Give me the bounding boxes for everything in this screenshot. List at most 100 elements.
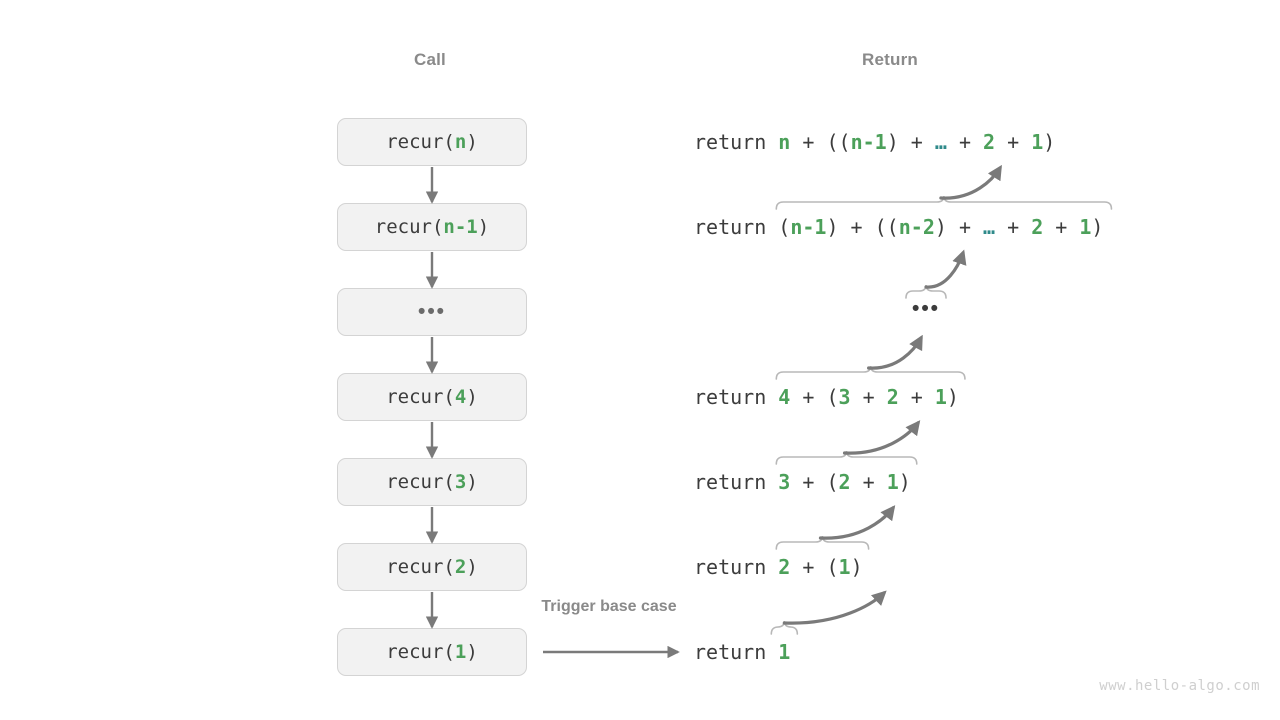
- return-keyword: return: [694, 470, 779, 494]
- expr-token-paren: (: [826, 385, 839, 409]
- call-box-argument: n-1: [443, 216, 478, 238]
- return-row-1: return 1: [694, 635, 790, 669]
- return-expression: 2 + (1): [778, 555, 862, 579]
- expr-token-paren: ): [934, 215, 947, 239]
- expr-token-op: +: [850, 385, 887, 409]
- return-keyword: return: [694, 555, 779, 579]
- expr-token-paren: ((: [874, 215, 899, 239]
- expr-token-op: +: [898, 385, 935, 409]
- call-box-suffix: ): [466, 471, 478, 493]
- expr-token-num: 4: [778, 385, 791, 409]
- return-arrow-1-to-2: [782, 590, 887, 625]
- return-keyword: return: [694, 130, 779, 154]
- return-row-2: return 2 + (1): [694, 550, 863, 584]
- return-arrow-ellipsis-to-n-1: [924, 249, 967, 289]
- expr-token-paren: ): [826, 215, 839, 239]
- expr-token-num: 1: [886, 470, 899, 494]
- expr-token-paren: (: [778, 215, 791, 239]
- expr-token-op: +: [946, 130, 984, 154]
- call-box-prefix: recur(: [386, 131, 455, 153]
- expr-token-op: +: [995, 130, 1032, 154]
- call-box-1: recur(1): [337, 628, 527, 676]
- call-box-argument: n: [454, 131, 467, 153]
- call-box-n: recur(n): [337, 118, 527, 166]
- call-box-suffix: ): [466, 556, 478, 578]
- call-box-argument: 3: [454, 471, 467, 493]
- return-expression: (n-1) + ((n-2) + … + 2 + 1): [778, 215, 1103, 239]
- expr-token-op: +: [1043, 215, 1080, 239]
- expr-token-paren: ): [1043, 130, 1056, 154]
- expr-token-paren: ): [1091, 215, 1104, 239]
- call-box-dots: •••: [337, 288, 527, 336]
- expr-token-num: n-1: [790, 215, 827, 239]
- expr-token-num: 1: [778, 640, 791, 664]
- call-box-argument: 4: [454, 386, 467, 408]
- trigger-base-case-label: Trigger base case: [541, 598, 677, 615]
- call-box-prefix: recur(: [386, 471, 455, 493]
- return-row-3: return 3 + (2 + 1): [694, 465, 911, 499]
- return-row-4: return 4 + (3 + 2 + 1): [694, 380, 959, 414]
- expr-token-num: 1: [838, 555, 851, 579]
- expr-token-num: n: [778, 130, 791, 154]
- expr-token-paren: (: [826, 555, 839, 579]
- expr-token-num: 1: [1079, 215, 1092, 239]
- expr-token-num: 3: [778, 470, 791, 494]
- expr-token-op: +: [995, 215, 1032, 239]
- return-keyword: return: [694, 385, 779, 409]
- call-box-suffix: ): [466, 386, 478, 408]
- expr-token-paren: ): [946, 385, 959, 409]
- expr-token-op: +: [790, 470, 827, 494]
- expr-token-op: +: [790, 555, 827, 579]
- expr-token-paren: ): [850, 555, 863, 579]
- call-box-4: recur(4): [337, 373, 527, 421]
- call-box-3: recur(3): [337, 458, 527, 506]
- brace-row-1: [770, 620, 799, 635]
- brace-row-2: [775, 535, 870, 550]
- expr-token-op: +: [850, 470, 887, 494]
- return-expression: 4 + (3 + 2 + 1): [778, 385, 959, 409]
- expr-token-dots: …: [983, 215, 996, 239]
- call-box-ellipsis-text: •••: [417, 300, 447, 323]
- call-box-suffix: ): [477, 216, 490, 238]
- return-arrow-4-to-ellipsis: [867, 334, 923, 370]
- column-heading-return: Return: [862, 50, 918, 69]
- expr-token-num: n-1: [850, 130, 887, 154]
- call-box-prefix: recur(: [386, 641, 455, 663]
- expr-token-paren: ): [886, 130, 899, 154]
- call-box-argument: 1: [454, 641, 467, 663]
- brace-row-n-1: [775, 195, 1113, 210]
- return-row-n-1: return (n-1) + ((n-2) + … + 2 + 1): [694, 210, 1103, 244]
- expr-token-op: +: [838, 215, 875, 239]
- return-expression: n + ((n-1) + … + 2 + 1): [778, 130, 1055, 154]
- expr-token-op: +: [898, 130, 935, 154]
- return-arrow-2-to-3: [818, 505, 896, 540]
- watermark: www.hello-algo.com: [1099, 678, 1260, 694]
- expr-token-op: +: [946, 215, 984, 239]
- return-expression: 1: [778, 640, 790, 664]
- expr-token-paren: ((: [826, 130, 851, 154]
- call-box-prefix: recur(: [374, 216, 444, 238]
- expr-token-num: 2: [1031, 215, 1044, 239]
- expr-token-paren: ): [898, 470, 911, 494]
- call-box-prefix: recur(: [386, 386, 455, 408]
- return-expression: 3 + (2 + 1): [778, 470, 910, 494]
- return-row-n: return n + ((n-1) + … + 2 + 1): [694, 125, 1055, 159]
- brace-row-4: [775, 365, 966, 380]
- call-box-suffix: ): [466, 131, 478, 153]
- expr-token-op: +: [790, 130, 827, 154]
- call-box-2: recur(2): [337, 543, 527, 591]
- call-box-argument: 2: [454, 556, 467, 578]
- expr-token-num: n-2: [898, 215, 935, 239]
- call-box-n-1: recur(n-1): [337, 203, 527, 251]
- return-arrow-n-1-to-n: [939, 164, 1002, 200]
- expr-token-num: 2: [886, 385, 899, 409]
- expr-token-num: 2: [983, 130, 996, 154]
- expr-token-num: 2: [838, 470, 851, 494]
- expr-token-dots: …: [934, 130, 947, 154]
- column-heading-call: Call: [414, 50, 446, 69]
- expr-token-num: 3: [838, 385, 851, 409]
- return-keyword: return: [694, 215, 779, 239]
- expr-token-op: +: [790, 385, 827, 409]
- call-box-prefix: recur(: [386, 556, 455, 578]
